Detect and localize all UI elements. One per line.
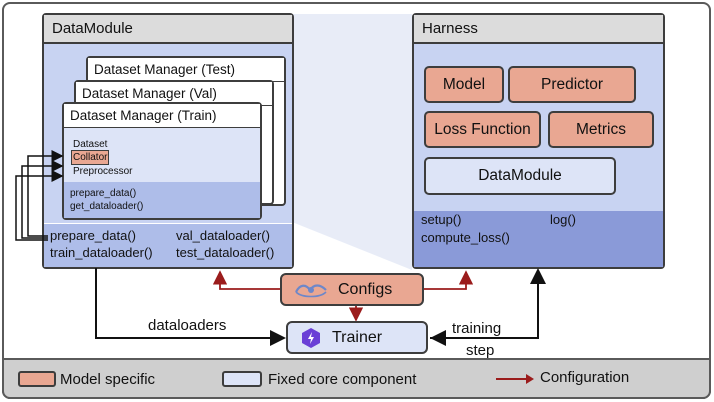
lightning-icon [302, 327, 320, 348]
harness-methods-area [414, 211, 663, 267]
train-get-dataloader: get_dataloader() [70, 201, 144, 212]
trainer-node: Trainer [286, 321, 428, 354]
legend-bar [2, 358, 711, 399]
dataset-item: Dataset [73, 139, 108, 150]
method-log: log() [550, 212, 577, 227]
metrics-component: Metrics [548, 111, 654, 148]
train-prepare-data: prepare_data() [70, 188, 137, 199]
legend-configuration-arrow [496, 374, 534, 384]
method-val-dataloader: val_dataloader() [176, 228, 270, 243]
datamodule-methods-area [44, 223, 292, 267]
legend-model-specific: Model specific [60, 371, 156, 388]
metrics-label: Metrics [576, 120, 626, 138]
method-train-dataloader: train_dataloader() [50, 245, 153, 260]
model-label: Model [442, 75, 486, 93]
configs-node: Configs [280, 273, 424, 306]
method-setup: setup() [421, 212, 462, 227]
loss-function-component: Loss Function [424, 111, 541, 148]
preprocessor-item: Preprocessor [73, 166, 133, 177]
method-prepare-data: prepare_data() [50, 228, 136, 243]
harness-datamodule: DataModule [424, 157, 616, 195]
datamodule-title: DataModule [44, 15, 292, 44]
training-label: training [452, 320, 502, 337]
hydra-icon [295, 283, 327, 297]
method-compute-loss: compute_loss() [421, 230, 510, 245]
configs-label: Configs [338, 280, 393, 298]
legend-model-specific-swatch [18, 371, 56, 387]
step-label: step [466, 342, 495, 359]
predictor-label: Predictor [540, 75, 604, 93]
legend-configuration: Configuration [540, 369, 630, 386]
dataset-manager-train: Dataset Manager (Train) Dataset Collator… [62, 102, 262, 220]
harness-title: Harness [414, 15, 663, 44]
dataset-manager-train-title: Dataset Manager (Train) [64, 104, 260, 128]
dataloaders-label: dataloaders [148, 317, 227, 334]
loss-function-label: Loss Function [434, 120, 531, 138]
model-component: Model [424, 66, 504, 103]
legend-fixed-core: Fixed core component [268, 371, 417, 388]
harness-datamodule-label: DataModule [478, 167, 562, 184]
train-methods-area [64, 182, 260, 218]
trainer-label: Trainer [332, 328, 383, 346]
collator-item: Collator [71, 150, 110, 165]
legend-fixed-core-swatch [222, 371, 262, 387]
predictor-component: Predictor [508, 66, 636, 103]
method-test-dataloader: test_dataloader() [176, 245, 275, 260]
